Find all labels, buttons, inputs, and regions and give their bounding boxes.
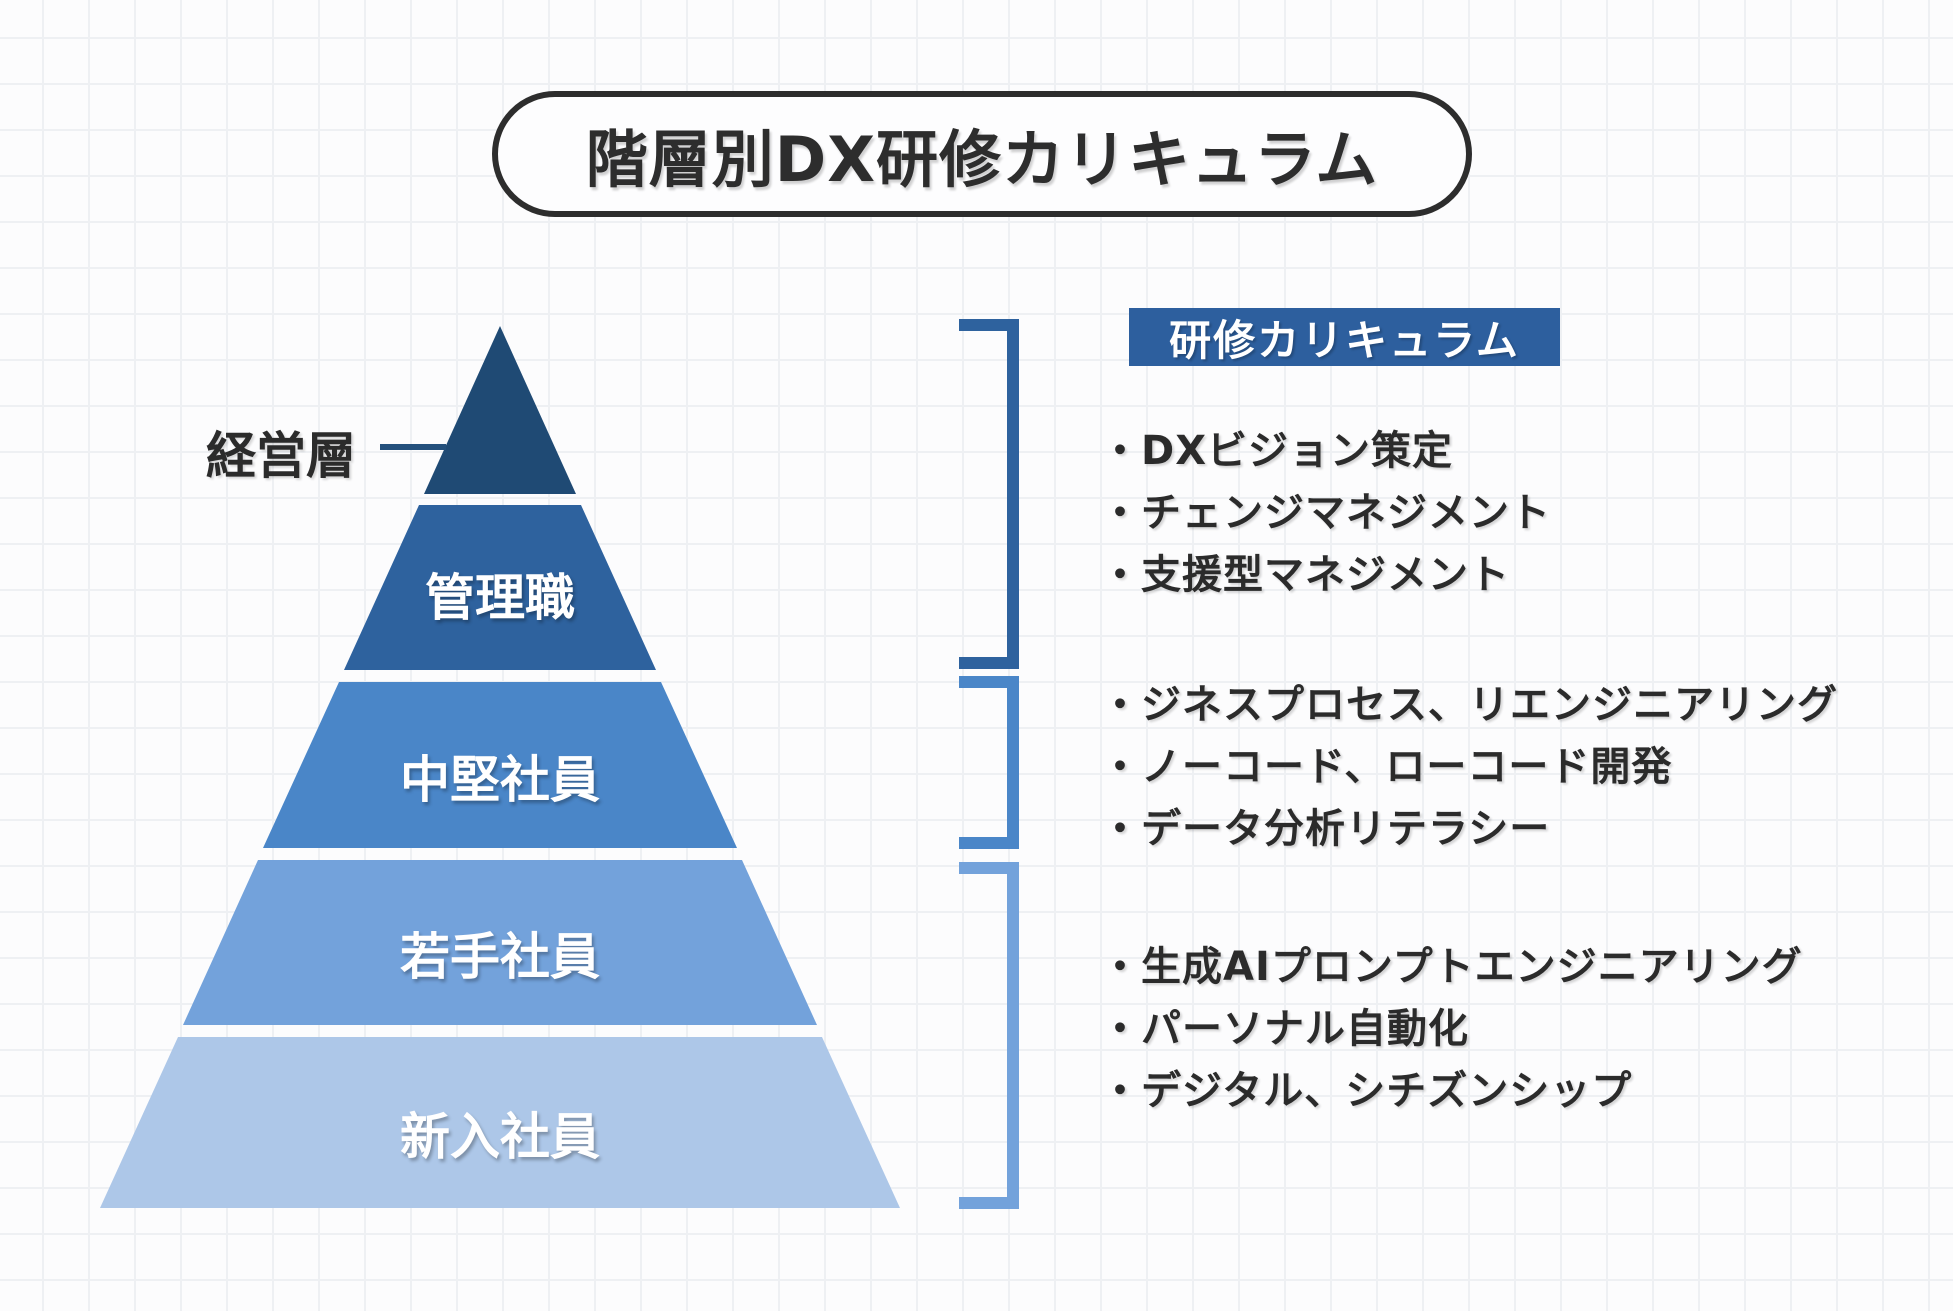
curriculum-item: ・ノーコード、ローコード開発 <box>1100 744 1673 790</box>
curriculum-item: ・デジタル、シチズンシップ <box>1100 1068 1633 1114</box>
pyramid-level-2-label: 管理職 <box>425 569 575 627</box>
pyramid-level-2-shape <box>344 505 656 670</box>
title-box: 階層別DX研修カリキュラム <box>492 91 1472 217</box>
pyramid-level-3-label: 中堅社員 <box>400 751 600 809</box>
bracket-group-1 <box>959 319 1019 669</box>
pyramid-level-4-shape <box>183 860 817 1025</box>
curriculum-group-2: ・ジネスプロセス、リエンジニアリング ・ノーコード、ローコード開発 ・データ分析… <box>1100 674 1838 860</box>
curriculum-item: ・生成AIプロンプトエンジニアリング <box>1100 944 1803 990</box>
curriculum-item: ・支援型マネジメント <box>1100 552 1510 598</box>
curriculum-item: ・パーソナル自動化 <box>1100 1006 1469 1052</box>
pyramid-level-4-label: 若手社員 <box>400 928 600 986</box>
curriculum-group-3: ・生成AIプロンプトエンジニアリング ・パーソナル自動化 ・デジタル、シチズンシ… <box>1100 936 1803 1122</box>
pyramid-level-1-label: 経営層 <box>206 427 356 485</box>
bracket-group-3 <box>959 862 1019 1209</box>
curriculum-header: 研修カリキュラム <box>1129 308 1560 366</box>
page-title: 階層別DX研修カリキュラム <box>585 123 1379 196</box>
pyramid-level-3-shape <box>263 682 737 848</box>
curriculum-item: ・DXビジョン策定 <box>1100 428 1454 474</box>
curriculum-item: ・データ分析リテラシー <box>1100 806 1551 852</box>
curriculum-item: ・ジネスプロセス、リエンジニアリング <box>1100 682 1838 728</box>
pyramid-level-5-label: 新入社員 <box>400 1108 600 1166</box>
bracket-group-2 <box>959 676 1019 849</box>
pyramid-level-1-shape <box>424 326 576 494</box>
curriculum-header-label: 研修カリキュラム <box>1169 315 1520 365</box>
curriculum-group-1: ・DXビジョン策定 ・チェンジマネジメント ・支援型マネジメント <box>1100 420 1551 606</box>
curriculum-item: ・チェンジマネジメント <box>1100 490 1551 536</box>
pyramid-level-5-shape <box>100 1037 900 1208</box>
